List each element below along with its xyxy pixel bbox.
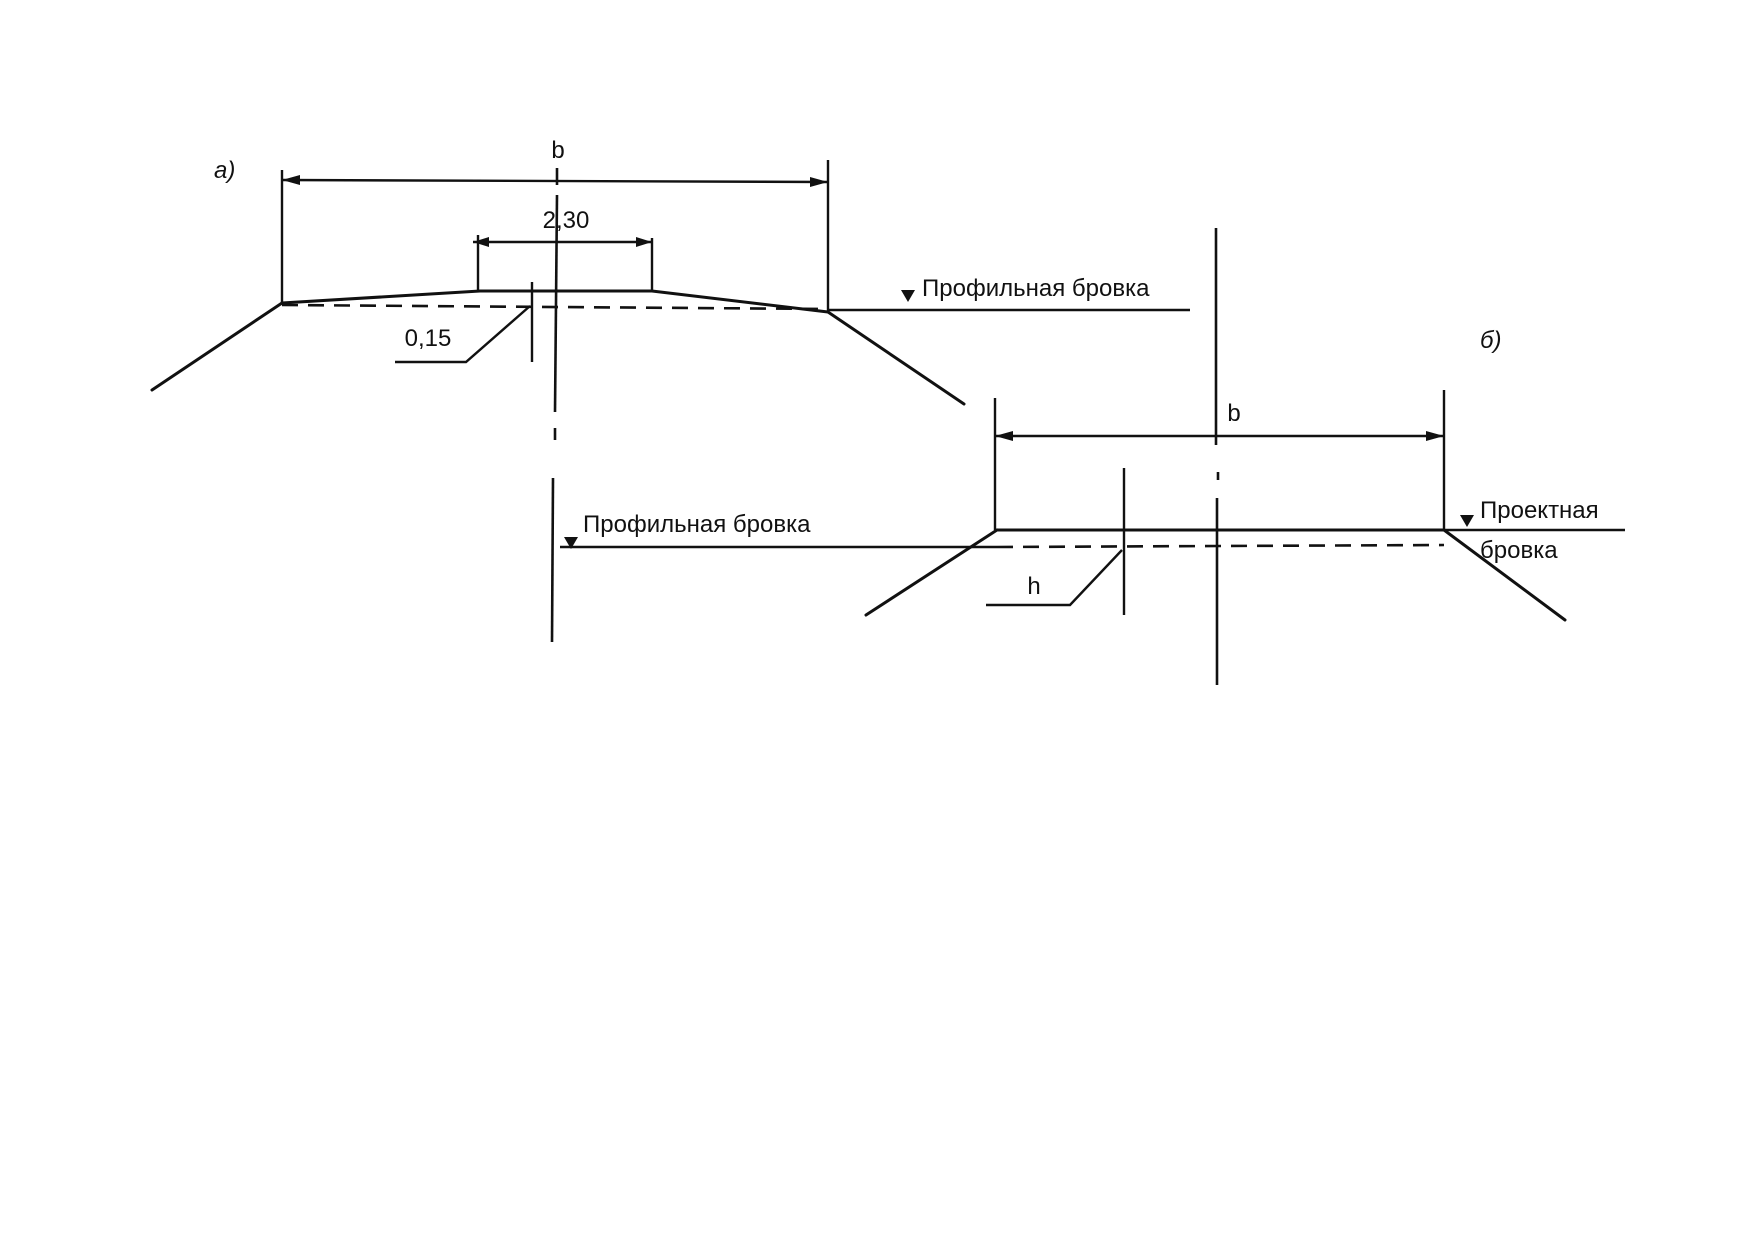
figure-a: а) b 2,30 0,15 Профильная бровка [150,137,1190,643]
a-dim-height-label: 0,15 [405,325,452,352]
b-right-edge-label-2: бровка [1480,537,1558,564]
a-edge-marker-icon [901,290,915,302]
b-dim-height-label: h [1027,573,1040,600]
b-right-slope [1442,528,1567,622]
a-axis-lower [550,477,555,643]
a-dim-ballast-label: 2,30 [543,207,590,234]
b-right-edge-marker-icon [1460,515,1474,527]
b-left-edge-label: Профильная бровка [583,511,811,538]
a-dim-ballast-arrow-left [473,237,489,247]
b-left-edge-marker-icon [564,537,578,549]
b-figure-label: б) [1480,327,1502,354]
a-right-slope [826,310,966,406]
figure-b: б) b h Профильная бровка Проектная бровк… [560,228,1625,685]
a-height-leader [395,305,531,364]
a-top-surface [280,289,830,314]
b-dim-b-label: b [1227,400,1240,427]
a-figure-label: а) [214,157,235,184]
b-dim-b-arrow-left [995,431,1013,441]
b-dashed-line [996,543,1445,549]
b-dim-b-arrow-right [1426,431,1444,441]
b-height-leader [986,549,1123,607]
a-dim-b-label: b [551,137,564,164]
a-axis-main [553,194,559,413]
b-right-edge-label-1: Проектная [1480,497,1599,524]
a-dim-b-arrow-left [282,175,300,185]
b-left-slope [864,528,999,617]
a-left-slope [150,301,284,392]
a-dim-b [281,178,829,184]
a-dim-b-arrow-right [810,177,828,187]
a-dim-ballast-arrow-right [636,237,652,247]
a-edge-label: Профильная бровка [922,275,1150,302]
